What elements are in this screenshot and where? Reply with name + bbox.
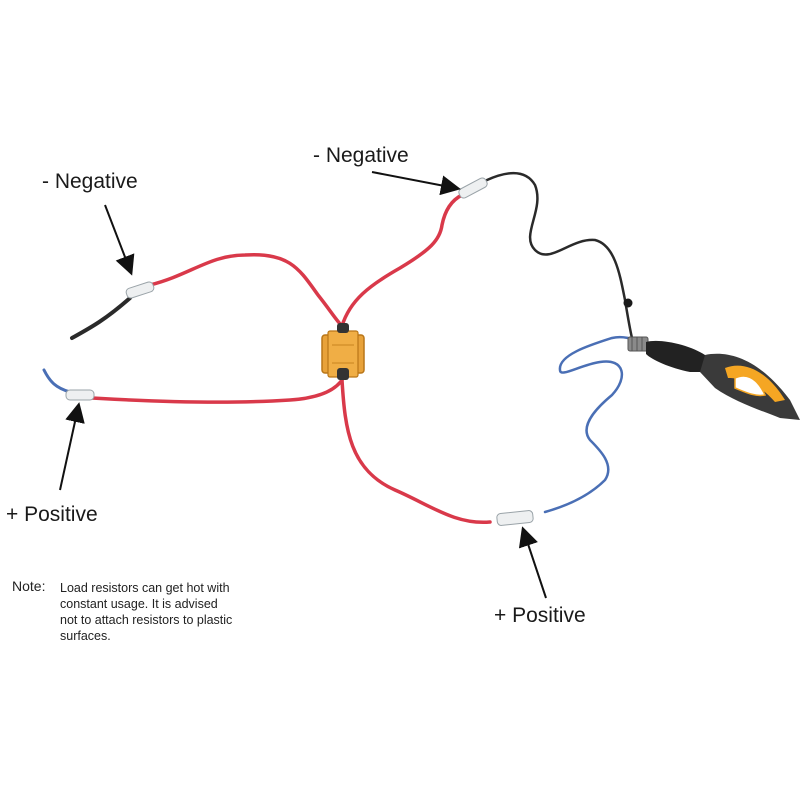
load-resistor (321, 323, 365, 380)
led-turn-signal (627, 336, 800, 420)
blue-wire-left (42, 368, 72, 394)
label-negative-left: - Negative (42, 170, 138, 193)
red-wire-upper-right (340, 193, 464, 328)
black-wire-left (70, 296, 132, 340)
label-positive-bottom: + Positive (494, 604, 586, 627)
arrow-neg-top (371, 171, 461, 196)
connector-lower-right (496, 510, 534, 526)
note-body: Load resistors can get hot with constant… (60, 580, 290, 644)
connector-upper-left (125, 281, 155, 299)
note-line: not to attach resistors to plastic (60, 613, 233, 627)
note-line: constant usage. It is advised (60, 597, 218, 611)
blue-wire-right (543, 335, 652, 514)
label-positive-left: + Positive (6, 503, 98, 526)
arrow-pos-bottom (518, 526, 547, 599)
note-line: surfaces. (60, 629, 111, 643)
black-wire-right (485, 171, 634, 340)
note-title: Note: (12, 578, 46, 594)
arrow-neg-left (104, 204, 135, 276)
red-wire-lower-right (340, 378, 492, 525)
connector-upper-right (458, 177, 488, 199)
red-wire-lower-left (90, 378, 344, 404)
wire-junction-dot (623, 298, 633, 308)
connector-lower-left (65, 389, 95, 401)
red-wire-upper-left (148, 252, 344, 328)
note-line: Load resistors can get hot with (60, 581, 230, 595)
arrow-pos-left (59, 402, 85, 491)
label-negative-top: - Negative (313, 144, 409, 167)
